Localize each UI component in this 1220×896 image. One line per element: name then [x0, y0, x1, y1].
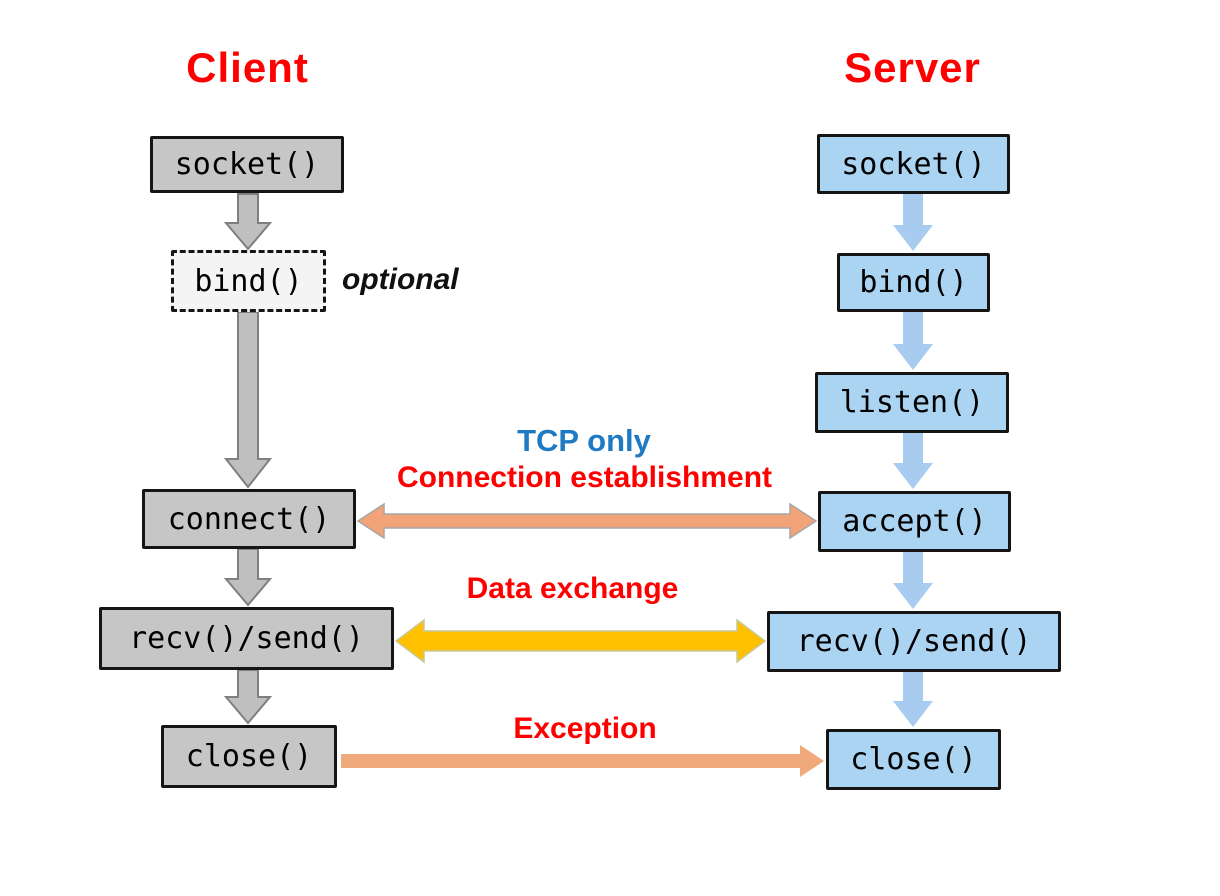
server-listen-to-accept-arrow — [893, 433, 933, 489]
client-connect-box: connect() — [142, 489, 356, 549]
server-socket-to-bind-arrow — [893, 194, 933, 251]
client-column-title: Client — [186, 44, 309, 91]
server-socket-box: socket() — [817, 134, 1010, 194]
client-bind-box: bind() — [171, 250, 326, 312]
client-socket-box: socket() — [150, 136, 344, 193]
server-accept-box: accept() — [818, 491, 1011, 552]
server-accept-to-recv-arrow — [893, 552, 933, 609]
server-recv-send-box: recv()/send() — [767, 611, 1061, 672]
tcp-only-label: TCP only — [517, 423, 651, 458]
data-exchange-arrow — [394, 618, 767, 664]
client-socket-to-bind-arrow — [223, 193, 273, 251]
connection-establishment-arrow — [356, 502, 818, 540]
server-recv-to-close-arrow — [893, 672, 933, 727]
client-close-box: close() — [161, 725, 337, 788]
server-bind-to-listen-arrow — [893, 312, 933, 370]
connection-establishment-label: Connection establishment — [396, 461, 773, 494]
server-column-title: Server — [844, 44, 981, 91]
client-connect-to-recv-arrow — [223, 548, 273, 607]
exception-label: Exception — [513, 712, 657, 745]
optional-note: optional — [342, 263, 459, 296]
client-recv-to-close-arrow — [223, 669, 273, 725]
exception-arrow — [341, 745, 824, 777]
server-bind-box: bind() — [837, 253, 990, 312]
data-exchange-label: Data exchange — [466, 572, 679, 605]
client-recv-send-box: recv()/send() — [99, 607, 394, 670]
server-close-box: close() — [826, 729, 1001, 790]
server-listen-box: listen() — [815, 372, 1009, 433]
client-bind-to-connect-arrow — [223, 311, 273, 489]
